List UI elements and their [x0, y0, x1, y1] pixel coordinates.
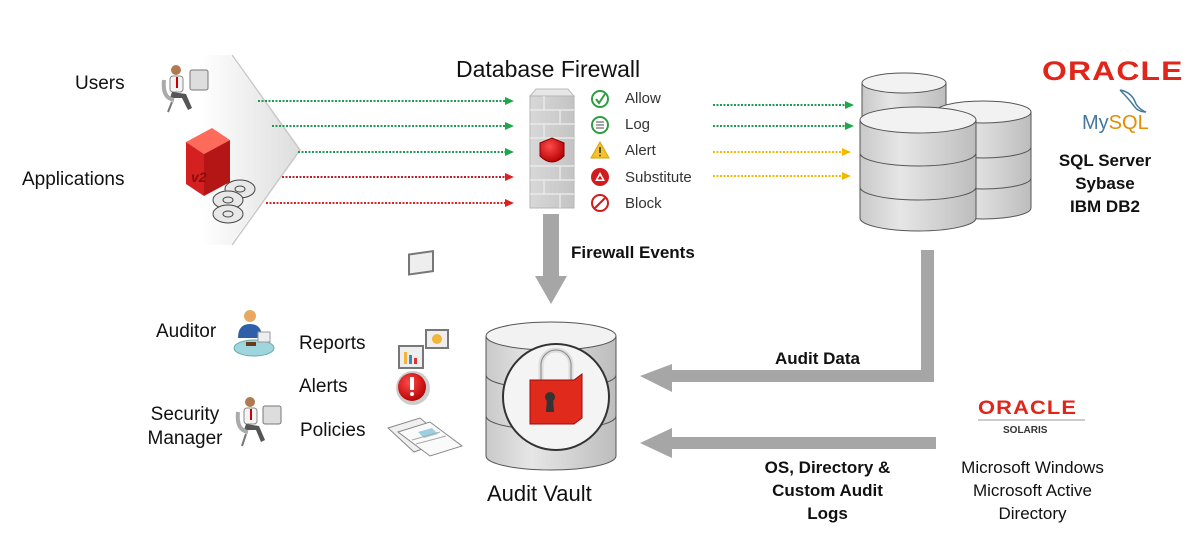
auditor-label: Auditor	[156, 321, 217, 342]
os-logs-line-3: Logs	[807, 504, 848, 523]
audit-vault-label: Audit Vault	[487, 481, 592, 506]
solaris-label: SOLARIS	[1003, 425, 1048, 436]
block-icon	[591, 194, 609, 212]
os-source-active-line-2: Directory	[998, 504, 1067, 523]
firewall-wall-icon	[528, 88, 576, 209]
reports-label: Reports	[299, 333, 366, 354]
shield-icon	[539, 137, 565, 163]
action-alert-label: Alert	[625, 142, 656, 159]
outgoing-traffic-arrows	[713, 101, 854, 180]
firewall-title: Database Firewall	[456, 56, 641, 82]
action-substitute-label: Substitute	[625, 169, 692, 186]
applications-label: Applications	[22, 169, 125, 190]
audit-data-label: Audit Data	[775, 349, 860, 368]
mysql-logo-sql: SQL	[1108, 112, 1149, 134]
mysql-logo-my: My	[1082, 112, 1109, 134]
security-manager-line-2: Manager	[147, 428, 223, 449]
mysql-dolphin-icon	[1119, 89, 1147, 113]
incoming-traffic-arrows	[258, 97, 514, 207]
substitute-icon	[591, 168, 609, 186]
firewall-events-arrow	[535, 214, 567, 304]
application-box-icon: v2	[186, 128, 230, 196]
database-cylinders-icon	[859, 72, 1032, 232]
policies-document-icon	[387, 417, 464, 457]
os-logs-line-1: OS, Directory &	[764, 458, 891, 477]
os-source-active-line-1: Microsoft Active	[972, 481, 1093, 500]
os-logs-line-2: Custom Audit	[772, 481, 883, 500]
audit-vault-icon	[485, 321, 617, 471]
discs-icon	[212, 179, 256, 224]
alert-exclamation-icon	[396, 371, 430, 405]
security-manager-icon	[235, 397, 282, 447]
db-sybase: Sybase	[1075, 174, 1135, 193]
other-databases-list: SQL Server Sybase IBM DB2	[1050, 149, 1160, 218]
app-box-v2: v2	[191, 169, 207, 185]
action-block-label: Block	[625, 195, 662, 212]
os-logs-label: OS, Directory & Custom Audit Logs	[745, 456, 910, 525]
users-label: Users	[75, 73, 125, 94]
alert-icon	[590, 140, 610, 159]
os-sources-list: Microsoft Windows Microsoft Active Direc…	[940, 456, 1125, 525]
security-manager-line-1: Security	[150, 404, 220, 425]
alerts-label: Alerts	[299, 376, 348, 397]
mysql-logo: MySQL	[1082, 112, 1149, 135]
auditor-icon	[233, 310, 275, 357]
oracle-solaris-logo: ORACLE	[978, 398, 1078, 419]
action-allow-label: Allow	[625, 90, 661, 107]
allow-icon	[591, 90, 609, 108]
action-log-label: Log	[625, 116, 651, 133]
db-ibm-db2: IBM DB2	[1070, 197, 1140, 216]
oracle-logo: ORACLE	[1042, 56, 1184, 86]
audit-data-arrow	[640, 250, 934, 392]
os-source-windows: Microsoft Windows	[961, 458, 1104, 477]
user-at-desk-icon	[161, 65, 209, 113]
log-icon	[591, 116, 609, 134]
security-manager-label: Security Manager	[140, 403, 230, 451]
db-sql-server: SQL Server	[1058, 151, 1152, 170]
firewall-events-label: Firewall Events	[571, 243, 695, 262]
reports-icon	[398, 250, 449, 369]
os-logs-arrow	[640, 428, 936, 458]
policies-label: Policies	[300, 420, 366, 441]
